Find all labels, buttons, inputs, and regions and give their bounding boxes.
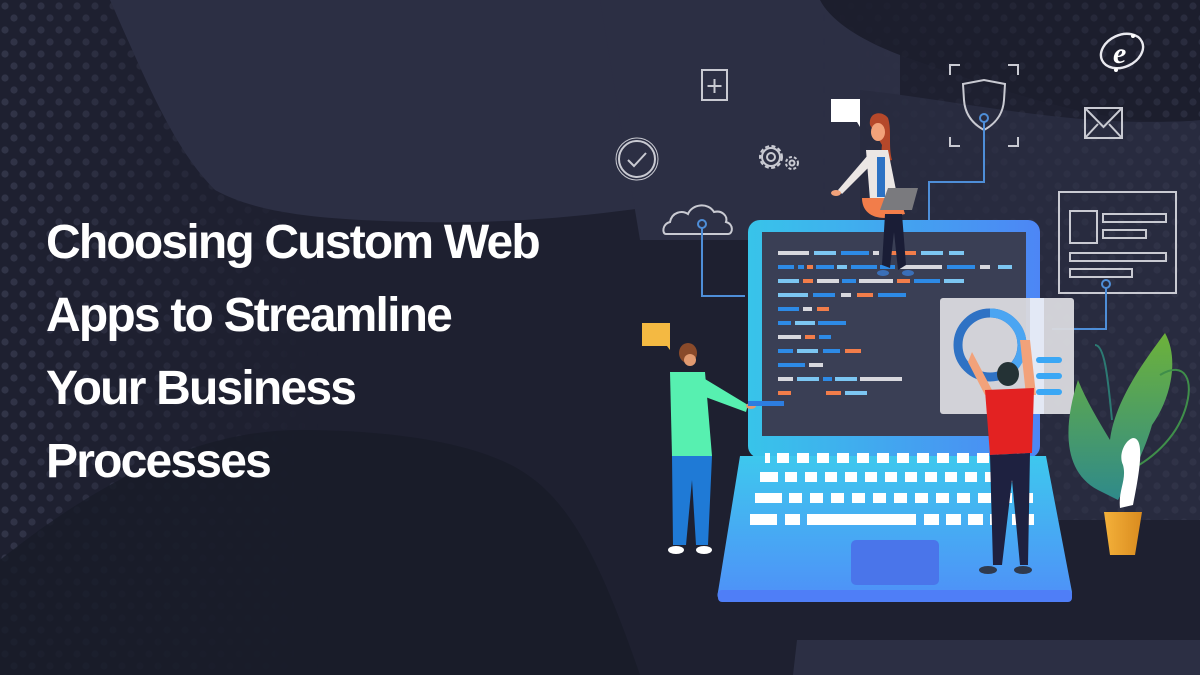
trackpad xyxy=(851,540,939,585)
mail-icon xyxy=(1084,107,1123,139)
yellow-chat-icon xyxy=(642,323,670,350)
potted-plant xyxy=(1068,333,1190,555)
svg-text:e: e xyxy=(1113,37,1126,70)
speech-bubble-icon xyxy=(831,99,860,127)
code-lines xyxy=(778,251,1012,395)
cloud-icon xyxy=(662,204,745,297)
woman-sitting-on-laptop xyxy=(831,113,918,276)
man-pointing-at-screen xyxy=(668,343,784,554)
title-line-3: Your Business xyxy=(46,362,357,415)
check-circle-icon xyxy=(615,137,659,181)
shield-connector-line xyxy=(928,113,989,252)
gear-icon xyxy=(759,145,799,170)
title-line-1: Choosing Custom Web xyxy=(46,216,541,269)
logo-icon: e xyxy=(1099,32,1145,72)
title-line-4: Processes xyxy=(46,435,272,488)
profile-card-icon xyxy=(1058,191,1177,294)
page-title: Choosing Custom Web Apps to Streamline Y… xyxy=(46,206,626,498)
title-line-2: Apps to Streamline xyxy=(46,289,453,342)
man-raising-arms xyxy=(968,340,1036,574)
plus-document-icon xyxy=(701,69,728,101)
